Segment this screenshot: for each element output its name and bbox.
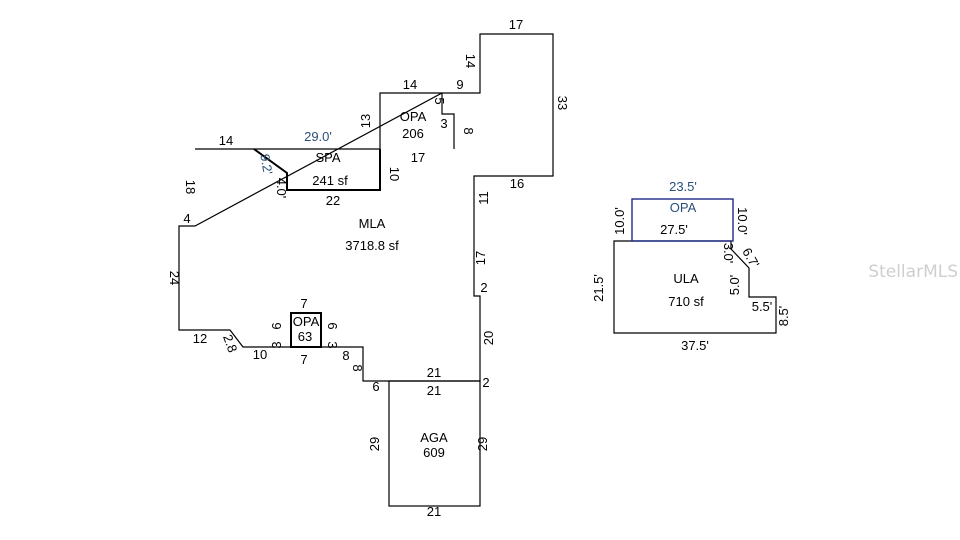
opa-top-dim-top: 14 <box>403 77 417 92</box>
opa-small-name: OPA <box>293 314 320 329</box>
opa-top-name: OPA <box>400 109 427 124</box>
aga-outline <box>388 380 481 507</box>
opa-secondary-dim-top: 23.5' <box>669 179 697 194</box>
dim-right-notch-high: 2 <box>480 280 487 295</box>
opa-secondary-dim-left: 10.0' <box>612 207 627 235</box>
opa-top-dim-inner: 3 <box>440 116 447 131</box>
dim-left-upper: 18 <box>183 180 198 194</box>
opa-top-dim-right: 8 <box>461 127 476 134</box>
opa-small-dim-right-step: 3 <box>325 341 340 348</box>
aga-dim-left: 29 <box>367 437 382 451</box>
dim-right-notch-low: 2 <box>482 375 489 390</box>
dim-left-notch: 4 <box>183 211 190 226</box>
spa-dim-bottom: 22 <box>326 193 340 208</box>
aga-dim-top-outer: 21 <box>427 365 441 380</box>
mla-outline <box>178 33 554 382</box>
opa-small-dim-top: 7 <box>300 296 307 311</box>
aga-dim-bottom: 21 <box>427 504 441 519</box>
ula-dim-step-v: 5.0' <box>727 275 742 296</box>
dim-bottom-diag: 2.8 <box>220 332 240 354</box>
dim-tower-left: 14 <box>463 54 478 68</box>
dim-bottom-step-v: 8 <box>350 364 365 371</box>
dim-bottom-step: 8 <box>342 348 349 363</box>
dim-tower-step: 9 <box>456 77 463 92</box>
dim-left-lower: 24 <box>167 271 182 285</box>
aga-dim-right: 29 <box>475 437 490 451</box>
dim-tower-right: 33 <box>555 96 570 110</box>
opa-small-dim-left: 6 <box>269 322 284 329</box>
spa-area: 241 sf <box>312 173 348 188</box>
ula-area: 710 sf <box>668 294 704 309</box>
ula-name: ULA <box>673 271 699 286</box>
opa-small-dim-left-step: 3 <box>269 341 284 348</box>
ula-dim-top-inner: 27.5' <box>660 222 688 237</box>
opa-top-dim-bottom: 17 <box>411 150 425 165</box>
dim-top-left: 14 <box>219 133 233 148</box>
mla-name: MLA <box>359 216 386 231</box>
opa-small-dim-bottom: 7 <box>300 352 307 367</box>
ula-dim-left: 21.5' <box>591 274 606 302</box>
opa-small-area: 63 <box>298 329 312 344</box>
spa-dim-left: 4.0' <box>274 178 289 199</box>
opa-top-area: 206 <box>402 126 424 141</box>
ula-dim-top-right: 3.0' <box>721 243 736 264</box>
aga-name: AGA <box>420 430 448 445</box>
aga-area: 609 <box>423 445 445 460</box>
opa-secondary-dim-right: 10.0' <box>735 207 750 235</box>
ula-dim-diag: 6.7' <box>739 245 762 270</box>
ula-outline <box>613 240 777 334</box>
opa-top-dim-step: 5 <box>432 97 447 104</box>
opa-top-dim-left: 13 <box>358 114 373 128</box>
mla-area: 3718.8 sf <box>345 238 399 253</box>
spa-dim-diag: 9.2' <box>257 153 275 176</box>
dim-right-upper: 11 <box>476 191 491 205</box>
dim-bottom-mid: 10 <box>253 347 267 362</box>
spa-dim-top: 29.0' <box>304 129 332 144</box>
dim-tower-top: 17 <box>509 17 523 32</box>
dim-bottom-left: 12 <box>193 331 207 346</box>
dim-right-mid: 17 <box>473 251 488 265</box>
opa-small-dim-right: 6 <box>325 322 340 329</box>
watermark-logo: StellarMLS <box>868 262 958 282</box>
ula-dim-right: 8.5' <box>776 306 791 327</box>
opa-secondary-name: OPA <box>670 200 697 215</box>
aga-dim-top-inner: 21 <box>427 383 441 398</box>
ula-dim-bottom: 37.5' <box>681 338 709 353</box>
opa-small-outline <box>290 312 322 348</box>
dim-right-lower: 20 <box>481 331 496 345</box>
spa-name: SPA <box>315 150 340 165</box>
dim-bottom-to-garage: 6 <box>372 379 379 394</box>
dim-upper-ledge: 16 <box>510 176 524 191</box>
ula-dim-step-h: 5.5' <box>752 299 773 314</box>
spa-dim-right: 10 <box>387 167 402 181</box>
opa-secondary-outline <box>631 198 734 242</box>
spa-outline <box>253 148 381 191</box>
